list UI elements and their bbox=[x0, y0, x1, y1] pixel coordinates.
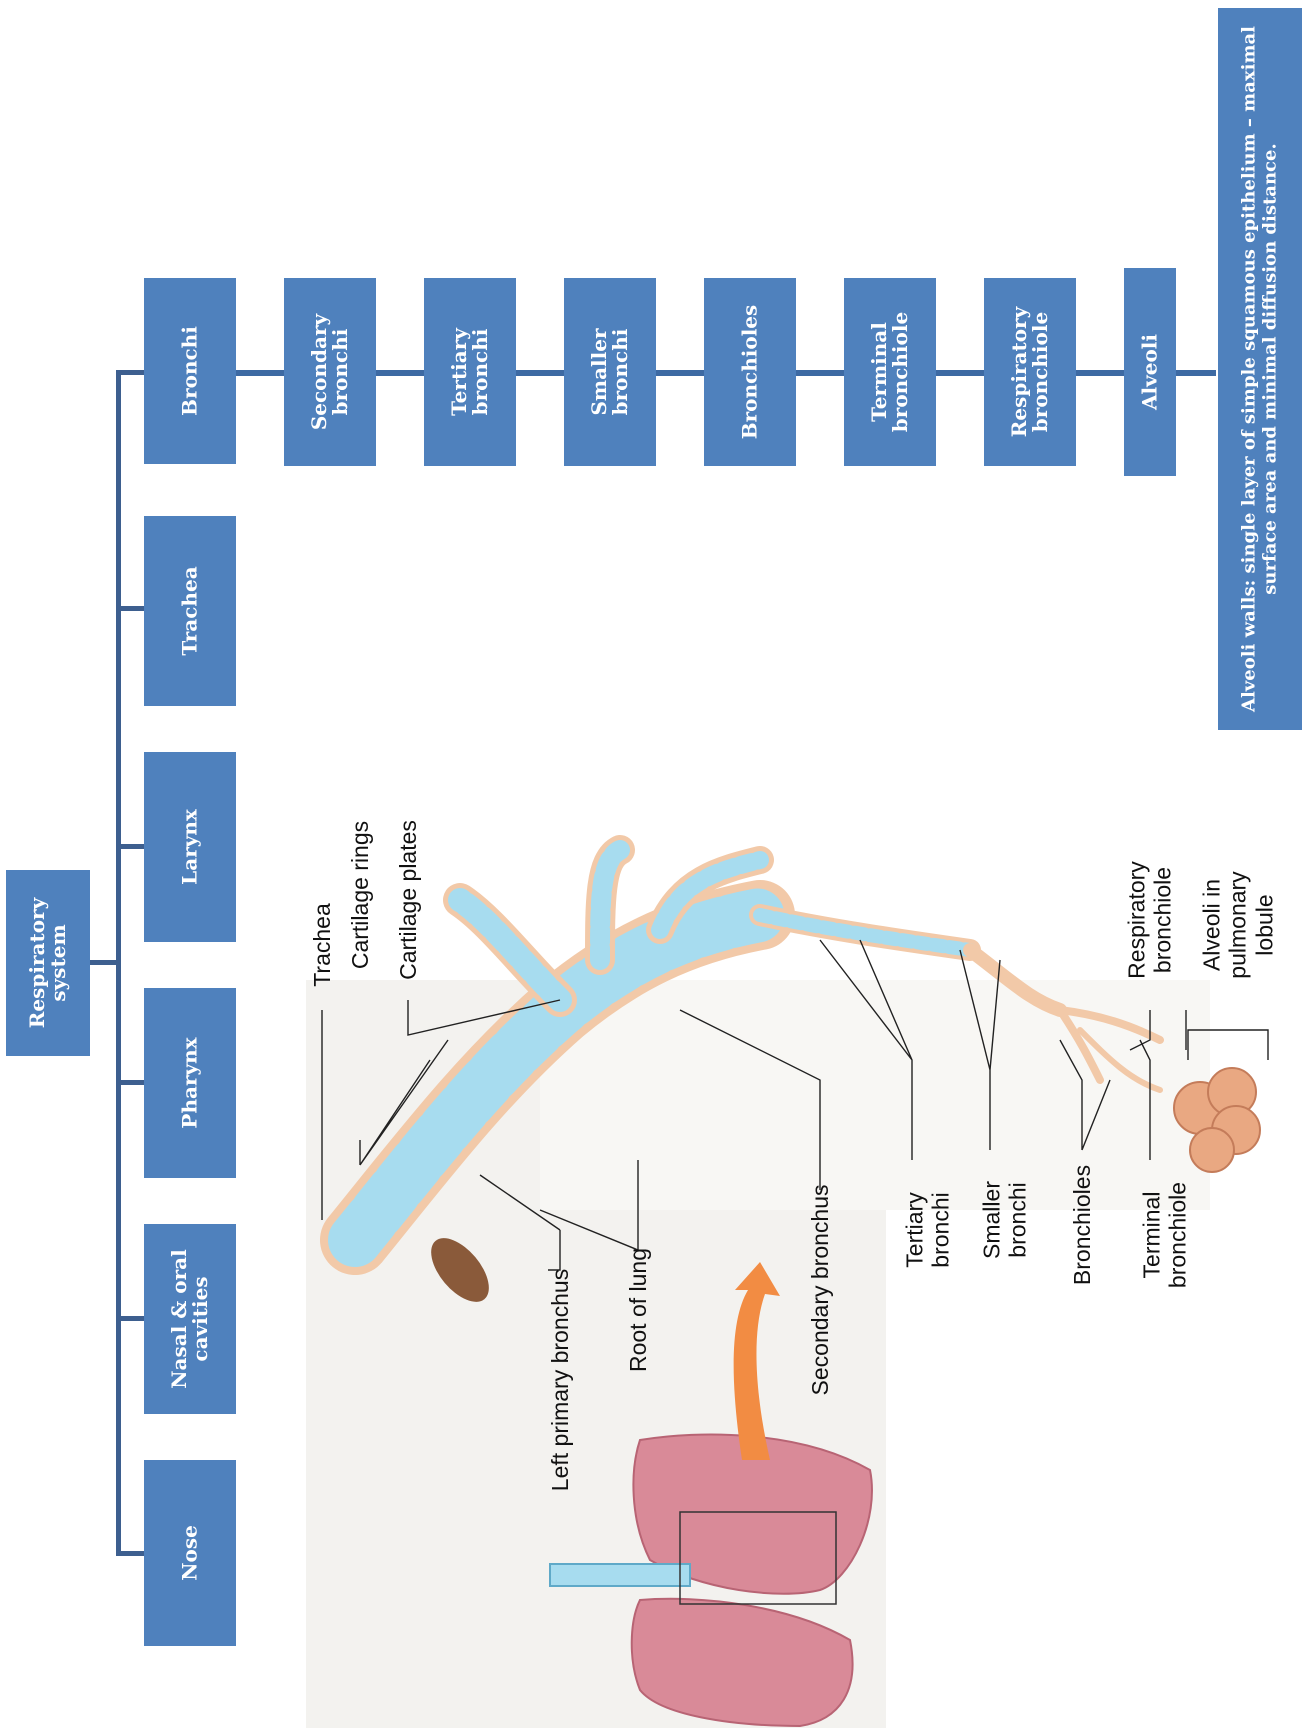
label-left-primary-bronchus: Left primary bronchus bbox=[546, 1268, 573, 1492]
box-nose: Nose bbox=[144, 1460, 236, 1646]
secondary-branch-1-c bbox=[448, 888, 572, 1012]
secondary-branch-2 bbox=[585, 835, 635, 975]
connector-root bbox=[90, 960, 120, 965]
label-pharynx: Pharynx bbox=[177, 1037, 202, 1129]
box-bronchioles: Bronchioles bbox=[704, 278, 796, 466]
box-terminal-bronchiole: Terminal bronchiole bbox=[844, 278, 936, 466]
connector-trachea bbox=[116, 606, 144, 611]
label-terminal-bronchiole: Terminal bronchiole bbox=[867, 311, 912, 433]
label-bronchi: Bronchi bbox=[177, 326, 202, 416]
alveoli-cluster bbox=[1173, 1067, 1261, 1173]
label-secondary-bronchus: Secondary bronchus bbox=[806, 1184, 833, 1396]
zoom-arrow bbox=[733, 1262, 780, 1460]
connector-nasal bbox=[116, 1316, 144, 1321]
box-nasal-oral-cavities: Nasal & oral cavities bbox=[144, 1224, 236, 1414]
root-box: Respiratory system bbox=[6, 870, 90, 1056]
connector-bronchi bbox=[116, 370, 144, 375]
tertiary-branch-c bbox=[753, 908, 977, 957]
label-alveoli-lobule: Alveoli in pulmonary lobule bbox=[1198, 871, 1278, 979]
box-larynx: Larynx bbox=[144, 752, 236, 942]
label-cartilage-rings: Cartilage rings bbox=[346, 820, 373, 970]
illustration-background-top bbox=[540, 980, 1210, 1210]
illustration-background bbox=[306, 980, 886, 1728]
zoom-box bbox=[679, 1511, 837, 1605]
dash-7 bbox=[1076, 370, 1124, 376]
dash-2 bbox=[376, 370, 424, 376]
left-lung bbox=[630, 1597, 854, 1728]
connector-nose bbox=[116, 1551, 144, 1556]
box-pharynx: Pharynx bbox=[144, 988, 236, 1178]
box-tertiary-bronchi: Tertiary bronchi bbox=[424, 278, 516, 466]
label-respiratory-bronchiole: Respiratory bronchiole bbox=[1007, 306, 1052, 438]
label-smaller-bronchi: Smaller bronchi bbox=[978, 1181, 1031, 1259]
smaller-branch bbox=[963, 943, 1067, 1017]
trachea-small bbox=[549, 1563, 691, 1587]
label-bronchioles: Bronchioles bbox=[1068, 1164, 1095, 1286]
connector-larynx bbox=[116, 844, 144, 849]
dash-1 bbox=[236, 370, 284, 376]
dash-6 bbox=[936, 370, 984, 376]
label-alveoli: Alveoli bbox=[1137, 334, 1162, 410]
alveoli-walls-note: Alveoli walls: single layer of simple sq… bbox=[1218, 8, 1302, 730]
box-bronchi: Bronchi bbox=[144, 278, 236, 464]
secondary-branch-3-c bbox=[651, 851, 769, 939]
label-trachea: Trachea bbox=[177, 566, 202, 656]
dash-8 bbox=[1176, 370, 1216, 376]
label-diagram-trachea: Trachea bbox=[308, 903, 335, 987]
bronchial-tree bbox=[320, 835, 1164, 1275]
connector-pharynx bbox=[116, 1080, 144, 1085]
tertiary-branch bbox=[749, 904, 981, 961]
bronchiole-3 bbox=[1077, 1027, 1163, 1093]
label-root-of-lung: Root of lung bbox=[624, 1247, 651, 1373]
trachea-open-end bbox=[431, 1238, 489, 1302]
box-secondary-bronchi: Secondary bronchi bbox=[284, 278, 376, 466]
label-larynx: Larynx bbox=[177, 809, 202, 885]
secondary-branch-2-c bbox=[590, 840, 630, 970]
alveoli-walls-note-text: Alveoli walls: single layer of simple sq… bbox=[1238, 26, 1280, 712]
box-trachea: Trachea bbox=[144, 516, 236, 706]
right-lung bbox=[632, 1433, 873, 1595]
label-bronchioles: Bronchioles bbox=[737, 304, 762, 440]
box-smaller-bronchi: Smaller bronchi bbox=[564, 278, 656, 466]
label-tertiary-bronchi: Tertiary bronchi bbox=[447, 328, 492, 416]
connector-trunk bbox=[116, 370, 121, 1556]
leader-lines bbox=[321, 939, 1269, 1271]
root-label: Respiratory system bbox=[25, 897, 70, 1029]
bronchiole-1 bbox=[1056, 1006, 1104, 1084]
secondary-branch-3 bbox=[646, 846, 774, 944]
label-nose: Nose bbox=[177, 1525, 202, 1581]
label-secondary-bronchi: Secondary bronchi bbox=[307, 313, 352, 431]
label-tertiary-bronchi: Tertiary bronchi bbox=[901, 1192, 954, 1268]
dash-3 bbox=[516, 370, 564, 376]
label-smaller-bronchi: Smaller bronchi bbox=[587, 328, 632, 416]
secondary-branch-1 bbox=[443, 883, 577, 1017]
box-respiratory-bronchiole: Respiratory bronchiole bbox=[984, 278, 1076, 466]
box-alveoli: Alveoli bbox=[1124, 268, 1176, 476]
dash-5 bbox=[796, 370, 844, 376]
label-terminal-bronchiole: Terminal bronchiole bbox=[1138, 1181, 1191, 1289]
label-cartilage-plates: Cartilage plates bbox=[394, 820, 421, 980]
label-nasal-oral-cavities: Nasal & oral cavities bbox=[167, 1249, 212, 1389]
bronchiole-2 bbox=[1056, 1006, 1164, 1044]
dash-4 bbox=[656, 370, 704, 376]
label-respiratory-bronchiole: Respiratory bronchiole bbox=[1123, 861, 1176, 979]
